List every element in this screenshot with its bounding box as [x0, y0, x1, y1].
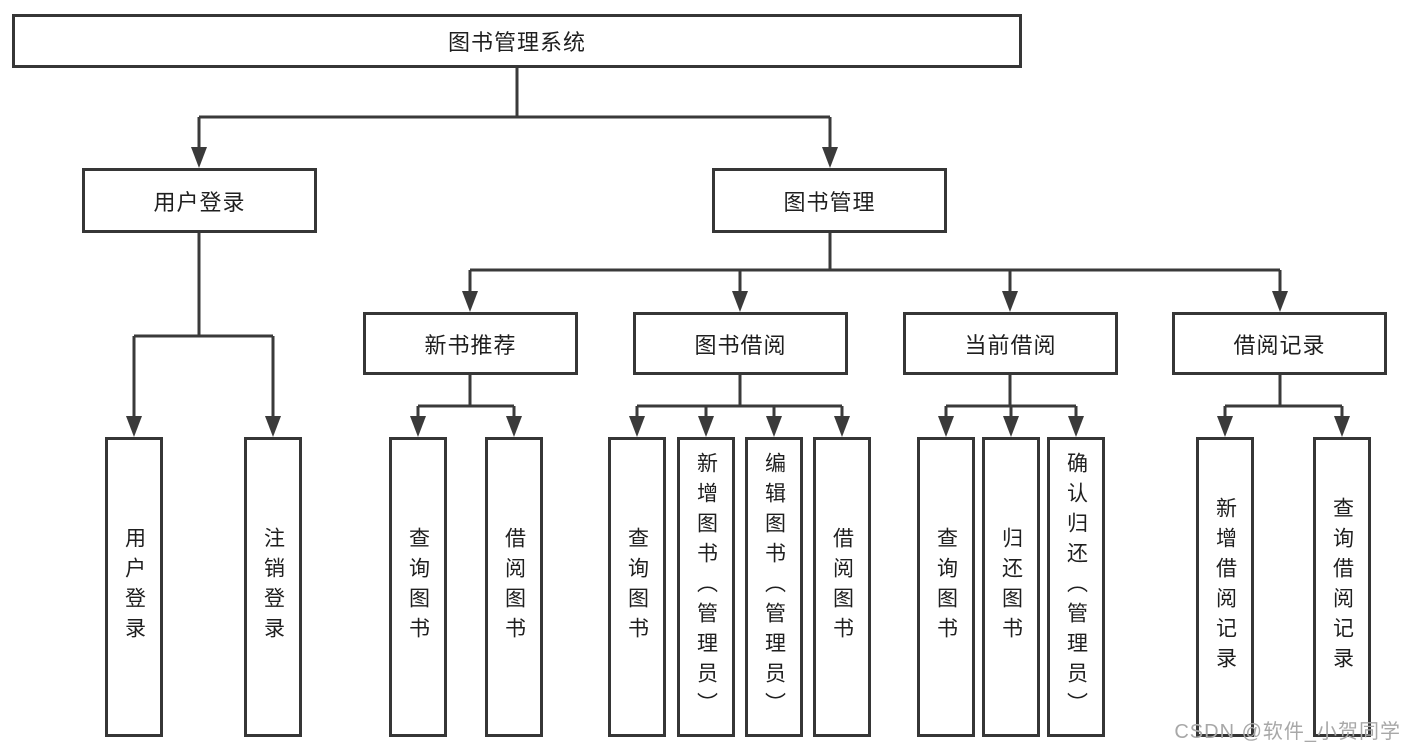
leaf-query-books-current: 查询图书	[917, 437, 975, 737]
leaf-query-books-recommend: 查询图书	[389, 437, 447, 737]
leaf-add-books-admin: 新增图书（管理员）	[677, 437, 735, 737]
leaf-return-books-label: 归还图书	[999, 527, 1023, 647]
arrowheads	[126, 147, 1350, 437]
node-current-borrowing: 当前借阅	[903, 312, 1118, 375]
leaf-query-borrow-record: 查询借阅记录	[1313, 437, 1371, 737]
leaf-edit-books-admin-label: 编辑图书（管理员）	[762, 452, 786, 722]
leaf-confirm-return-admin: 确认归还（管理员）	[1047, 437, 1105, 737]
node-user-login-label: 用户登录	[153, 189, 246, 215]
node-book-borrowing-label: 图书借阅	[694, 332, 787, 358]
leaf-borrow-books-recommend: 借阅图书	[485, 437, 543, 737]
leaf-add-borrow-record: 新增借阅记录	[1196, 437, 1254, 737]
leaf-query-books-current-label: 查询图书	[934, 527, 958, 647]
leaf-logout: 注销登录	[244, 437, 302, 737]
leaf-user-login-label: 用户登录	[122, 527, 146, 647]
node-current-borrowing-label: 当前借阅	[964, 332, 1057, 358]
node-book-management-label: 图书管理	[783, 189, 876, 215]
node-book-management: 图书管理	[712, 168, 947, 233]
node-root-system-label: 图书管理系统	[447, 30, 586, 55]
node-user-login: 用户登录	[82, 168, 317, 233]
leaf-borrow-books: 借阅图书	[813, 437, 871, 737]
node-borrowing-records-label: 借阅记录	[1233, 332, 1326, 358]
leaf-user-login: 用户登录	[105, 437, 163, 737]
leaf-edit-books-admin: 编辑图书（管理员）	[745, 437, 803, 737]
leaf-add-borrow-record-label: 新增借阅记录	[1213, 497, 1237, 677]
leaf-return-books: 归还图书	[982, 437, 1040, 737]
node-root-system: 图书管理系统	[12, 14, 1022, 68]
leaf-borrow-books-label: 借阅图书	[830, 527, 854, 647]
leaf-query-books-borrowing-label: 查询图书	[625, 527, 649, 647]
leaf-logout-label: 注销登录	[261, 527, 285, 647]
leaf-confirm-return-admin-label: 确认归还（管理员）	[1064, 452, 1088, 722]
node-book-borrowing: 图书借阅	[633, 312, 848, 375]
leaf-add-books-admin-label: 新增图书（管理员）	[694, 452, 718, 722]
leaf-query-books-borrowing: 查询图书	[608, 437, 666, 737]
node-new-book-recommend-label: 新书推荐	[424, 332, 517, 358]
csdn-watermark: CSDN @软件_小贺同学	[1174, 721, 1401, 743]
leaf-borrow-books-recommend-label: 借阅图书	[502, 527, 526, 647]
node-borrowing-records: 借阅记录	[1172, 312, 1387, 375]
leaf-query-borrow-record-label: 查询借阅记录	[1330, 497, 1354, 677]
node-new-book-recommend: 新书推荐	[363, 312, 578, 375]
leaf-query-books-recommend-label: 查询图书	[406, 527, 430, 647]
